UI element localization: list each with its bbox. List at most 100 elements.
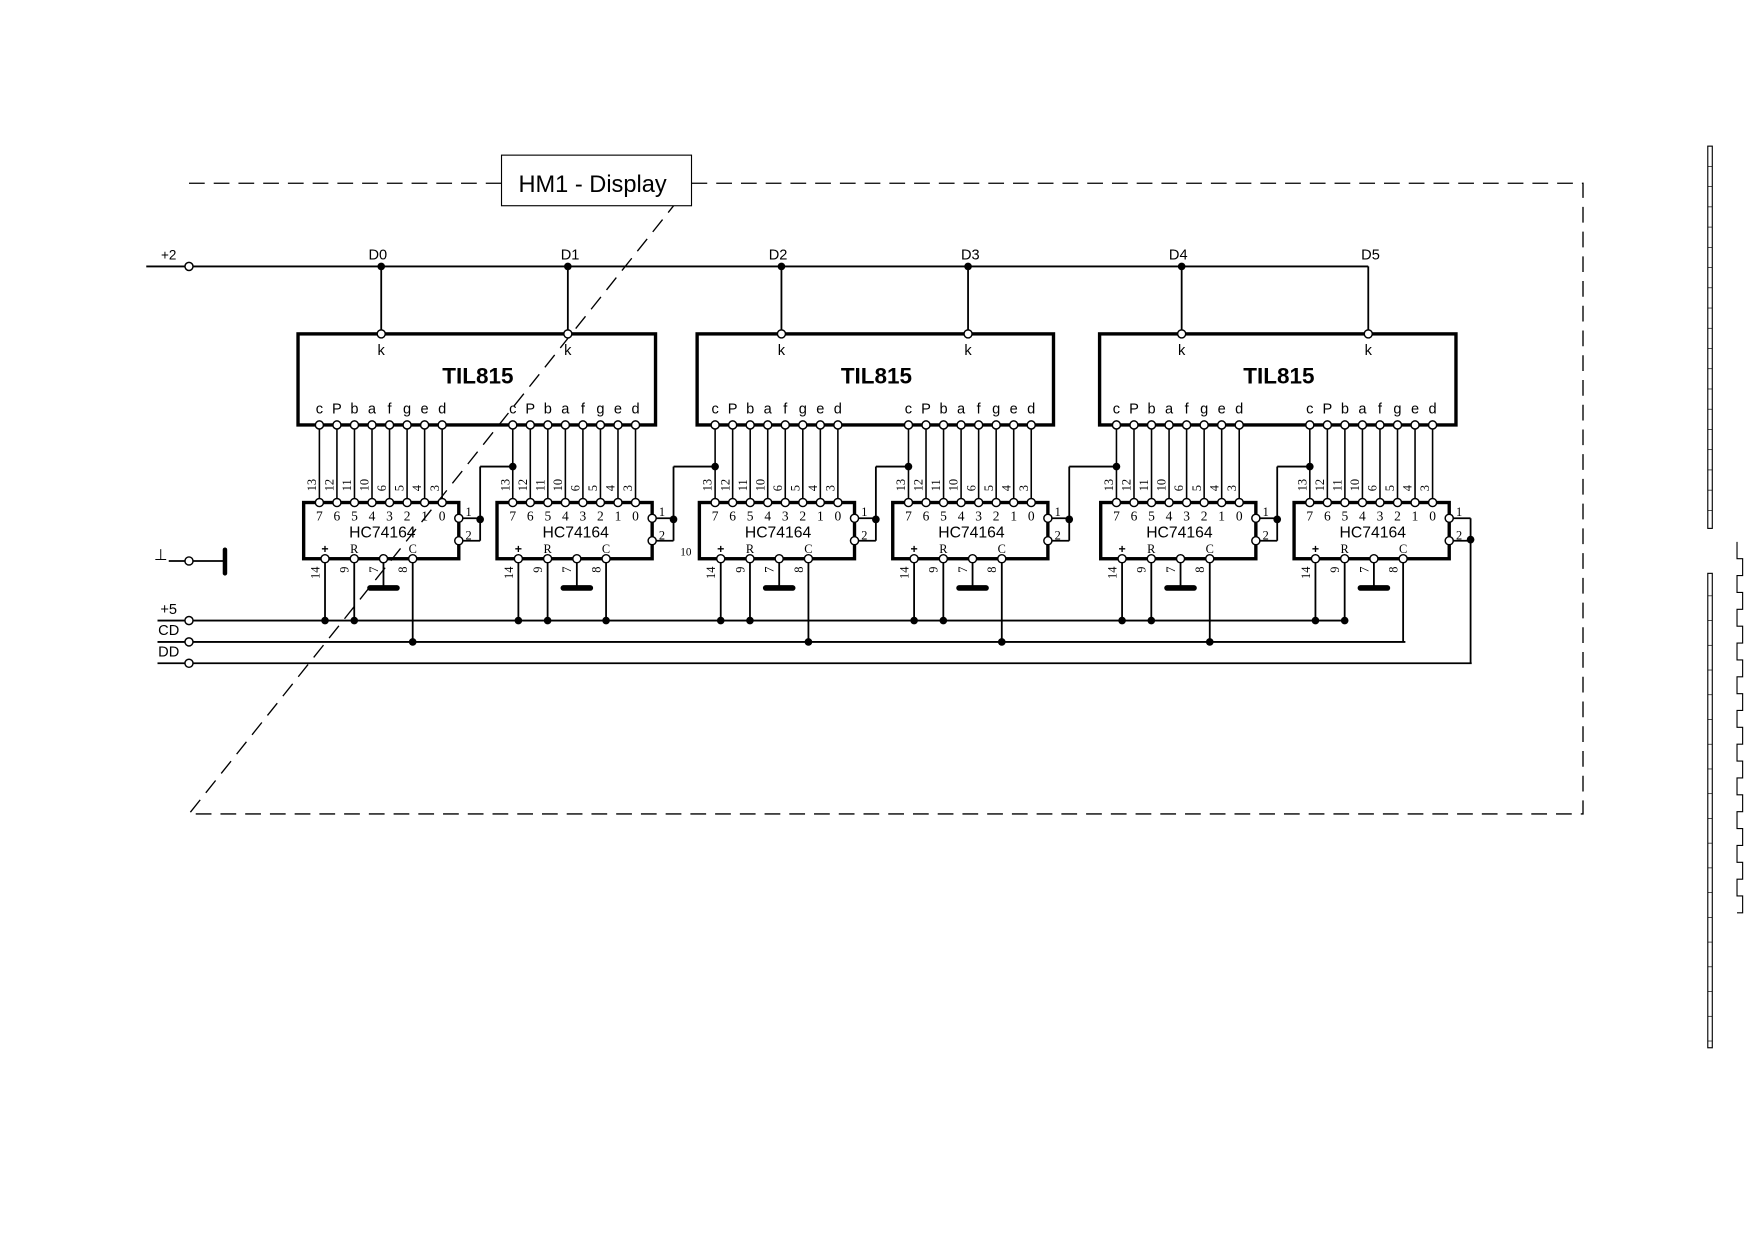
pin-function-label: C bbox=[602, 542, 610, 556]
input-pin-1 bbox=[647, 513, 657, 524]
segment-label: b bbox=[350, 402, 358, 418]
segment-label: P bbox=[921, 402, 931, 418]
bottom-pin bbox=[320, 553, 330, 564]
junction-dot bbox=[1466, 535, 1475, 544]
bottom-pin bbox=[774, 553, 784, 564]
output-label: 2 bbox=[1394, 509, 1401, 524]
cathode-pin bbox=[1176, 329, 1187, 339]
chip-part-label: HC74164 bbox=[1146, 524, 1213, 541]
pin-number: 4 bbox=[410, 485, 424, 491]
output-pin bbox=[525, 497, 536, 508]
output-pin bbox=[367, 497, 377, 508]
bottom-pin bbox=[997, 553, 1007, 564]
output-label: 0 bbox=[1028, 509, 1035, 524]
output-pin bbox=[578, 497, 588, 508]
pin-number: 12 bbox=[912, 479, 926, 491]
bottom-pin bbox=[542, 553, 553, 564]
output-pin bbox=[833, 497, 843, 508]
cathode-label: k bbox=[1178, 343, 1186, 359]
chip-part-label: HC74164 bbox=[1340, 524, 1407, 541]
pin-number: 12 bbox=[1120, 479, 1134, 491]
bottom-pin bbox=[407, 553, 418, 564]
segment-label: g bbox=[799, 402, 807, 418]
cathode-pin bbox=[1363, 329, 1374, 339]
output-label: 7 bbox=[905, 509, 912, 524]
pin-number: 12 bbox=[718, 479, 732, 491]
segment-pin bbox=[1008, 420, 1019, 430]
input-pin-label: 2 bbox=[1263, 529, 1269, 543]
til815-display bbox=[1097, 332, 1458, 427]
junction-dot bbox=[476, 515, 484, 524]
output-pin bbox=[560, 497, 571, 508]
segment-label: d bbox=[438, 402, 446, 418]
edge-zigzag bbox=[1736, 541, 1744, 914]
pin-number: 8 bbox=[1193, 567, 1207, 573]
pin-number: 5 bbox=[586, 485, 600, 491]
pin-number: 14 bbox=[897, 567, 911, 579]
output-pin bbox=[1340, 497, 1350, 508]
output-pin bbox=[938, 497, 949, 508]
output-label: 5 bbox=[351, 509, 358, 524]
cathode-label: k bbox=[778, 343, 786, 359]
output-pin bbox=[613, 497, 623, 508]
output-label: 3 bbox=[1183, 509, 1190, 524]
pin-number: 8 bbox=[1387, 567, 1401, 573]
output-label: 2 bbox=[1201, 509, 1208, 524]
segment-label: b bbox=[939, 402, 947, 418]
digit-label: D2 bbox=[769, 248, 788, 264]
output-label: 1 bbox=[817, 509, 824, 524]
pin-function-label: + bbox=[1118, 542, 1125, 556]
pin-number: 3 bbox=[824, 485, 838, 491]
output-pin bbox=[630, 497, 641, 508]
pin-number: 10 bbox=[1155, 479, 1169, 491]
output-pin bbox=[991, 497, 1001, 508]
output-pin bbox=[956, 497, 966, 508]
junction-dot bbox=[872, 515, 880, 524]
output-label: 7 bbox=[712, 509, 719, 524]
output-label: 2 bbox=[597, 509, 604, 524]
segment-pin bbox=[349, 420, 360, 430]
segment-pin bbox=[630, 420, 641, 430]
cathode-label: k bbox=[564, 343, 572, 359]
pin-number: 11 bbox=[736, 479, 750, 491]
output-label: 2 bbox=[404, 509, 411, 524]
display-part-label: TIL815 bbox=[841, 363, 912, 388]
segment-label: e bbox=[1218, 402, 1226, 418]
segment-pin bbox=[1427, 420, 1438, 430]
output-pin bbox=[780, 497, 791, 508]
pin-function-label: R bbox=[543, 542, 552, 556]
output-pin bbox=[1008, 497, 1019, 508]
ground-label: ⊥ bbox=[154, 547, 168, 564]
segment-label: b bbox=[746, 402, 754, 418]
segment-label: c bbox=[711, 402, 718, 418]
segment-pin bbox=[1199, 420, 1209, 430]
segment-label: b bbox=[544, 402, 552, 418]
pin-number: 7 bbox=[560, 567, 574, 573]
pin-function-label: R bbox=[746, 542, 755, 556]
output-label: 3 bbox=[782, 509, 789, 524]
bottom-pin bbox=[909, 553, 919, 564]
output-label: 6 bbox=[1131, 509, 1138, 524]
pin-function-label: R bbox=[1147, 542, 1156, 556]
pin-number: 9 bbox=[338, 567, 352, 573]
segment-pin bbox=[973, 420, 984, 430]
input-pin-label: 1 bbox=[466, 505, 472, 519]
bottom-pin bbox=[1369, 553, 1379, 564]
bottom-pin bbox=[1175, 553, 1186, 564]
display-part-label: TIL815 bbox=[1243, 363, 1314, 388]
output-pin bbox=[402, 497, 412, 508]
segment-pin bbox=[402, 420, 412, 430]
output-pin bbox=[1181, 497, 1192, 508]
output-label: 6 bbox=[1324, 509, 1331, 524]
output-label: 1 bbox=[1412, 509, 1419, 524]
segment-pin bbox=[1146, 420, 1157, 430]
output-label: 6 bbox=[527, 509, 534, 524]
segment-label: e bbox=[1010, 402, 1018, 418]
segment-pin bbox=[1164, 420, 1174, 430]
segment-label: c bbox=[1113, 402, 1120, 418]
output-pin bbox=[1427, 497, 1438, 508]
input-pin-1 bbox=[849, 513, 860, 524]
segment-pin bbox=[921, 420, 931, 430]
digit-label: D4 bbox=[1169, 248, 1188, 264]
input-pin-2 bbox=[1251, 535, 1261, 546]
